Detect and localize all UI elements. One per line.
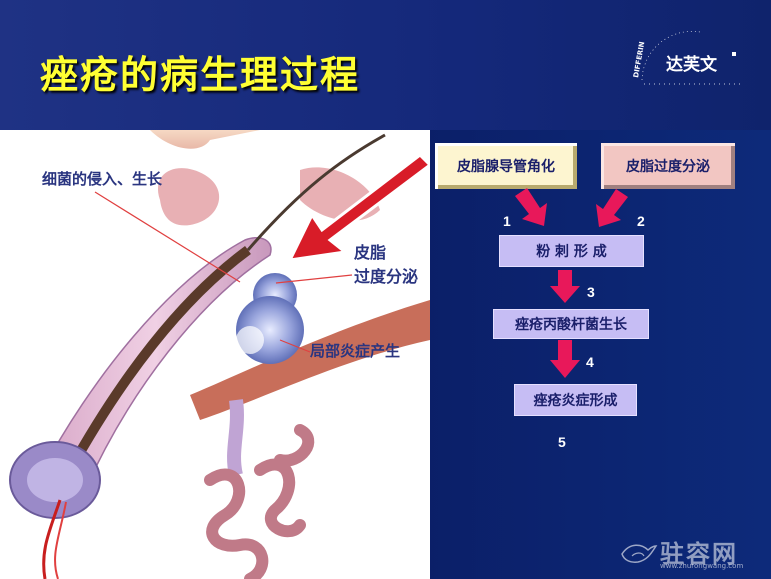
sebum-label-line1: 皮脂: [354, 243, 387, 262]
watermark-url: www.zhurongwang.com: [660, 562, 744, 570]
step-number-5: 5: [558, 434, 566, 450]
flow-arrow-4: [550, 340, 580, 378]
step-number-4: 4: [586, 354, 594, 370]
box-comedo-formation: 粉 刺 形 成: [499, 235, 644, 267]
watermark-site-name: 驻容网: [660, 540, 738, 568]
bacteria-pointer: [94, 191, 241, 283]
header-band: [0, 0, 771, 130]
skin-illustration: 细菌的侵入、生长 皮脂 过度分泌 局部炎症产生: [0, 130, 430, 579]
box-sebum-oversecretion: 皮脂过度分泌: [601, 143, 735, 189]
box-duct-keratinization: 皮脂腺导管角化: [435, 143, 577, 189]
sebum-label-line2: 过度分泌: [354, 267, 419, 286]
bird-icon: [621, 544, 658, 563]
slide-title: 痤疮的病生理过程: [40, 53, 361, 97]
blood-vessel: [42, 499, 62, 579]
logo-arc-letters: DIFFERIN: [632, 41, 646, 79]
site-watermark: 驻容网 www.zhurongwang.com: [618, 528, 768, 576]
sebum-pointer: [275, 274, 353, 284]
sweat-gland-coils: [204, 424, 315, 579]
muscle-strand: [190, 300, 430, 420]
step-number-3: 3: [587, 284, 595, 300]
logo-arc-text: DIFFERIN: [632, 41, 646, 79]
flow-arrow-2: [596, 189, 628, 227]
hair-follicle-illustration: [9, 130, 430, 579]
step-number-1: 1: [503, 213, 511, 229]
skin-bump: [158, 168, 220, 226]
sebum-arrow: [287, 153, 430, 262]
flow-arrow-1: [515, 188, 547, 226]
bacteria-label: 细菌的侵入、生长: [42, 170, 163, 188]
hair-tip: [246, 133, 386, 251]
logo-brand-cn: 达芙文: [666, 54, 718, 75]
inflammation-pointer: [279, 339, 311, 353]
flow-arrow-3: [550, 270, 580, 303]
box-p-acnes-growth: 痤疮丙酸杆菌生长: [493, 309, 649, 339]
brand-logo: DIFFERIN 达芙文: [632, 31, 740, 85]
box-acne-inflammation: 痤疮炎症形成: [514, 384, 637, 416]
step-number-2: 2: [637, 213, 645, 229]
inflammation-label: 局部炎症产生: [310, 342, 401, 360]
